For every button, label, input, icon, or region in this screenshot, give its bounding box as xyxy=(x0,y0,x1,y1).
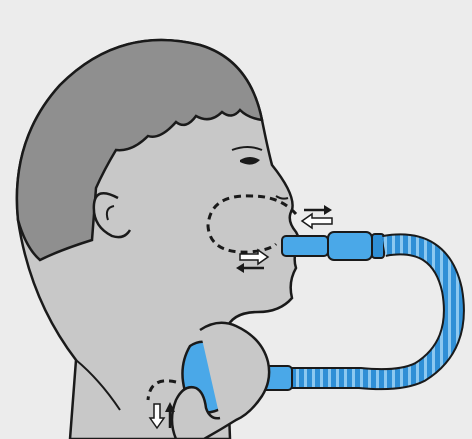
mouthpiece xyxy=(282,232,384,260)
arrow-right-icon xyxy=(304,205,332,215)
arrow-left-icon xyxy=(302,214,332,228)
